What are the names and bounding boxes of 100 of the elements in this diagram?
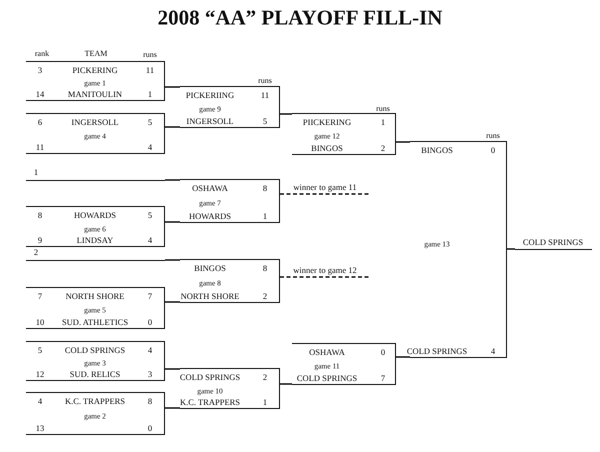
rank-number: 2 (34, 248, 38, 256)
title: 2008 “AA” PLAYOFF FILL-IN (158, 8, 442, 28)
team-name: OSHAWA (192, 184, 228, 192)
dashed-line (280, 276, 370, 278)
team-name: MANITOULIN (68, 90, 122, 98)
game-bracket (26, 206, 165, 247)
game-bracket (180, 368, 280, 409)
score: 7 (380, 374, 386, 382)
column-header: runs (143, 51, 157, 59)
rank-number: 12 (36, 370, 44, 378)
score: 2 (262, 372, 268, 382)
team-name: SUD. RELICS (70, 370, 120, 378)
score: 1 (262, 212, 268, 220)
game-bracket (292, 343, 396, 385)
column-header: TEAM (84, 50, 108, 58)
rank-number: 7 (38, 292, 42, 300)
rank-number: 9 (38, 236, 42, 244)
team-name: NORTH SHORE (66, 292, 124, 300)
column-header: runs (258, 77, 272, 85)
score: 5 (148, 210, 152, 220)
team-name: COLD SPRINGS (64, 346, 126, 354)
team-name: BINGOS (311, 144, 343, 152)
score: 5 (262, 116, 268, 126)
dashed-line (280, 193, 370, 195)
game-bracket (26, 61, 165, 101)
game-bracket (26, 392, 165, 435)
score: 8 (262, 184, 268, 192)
score: 11 (260, 90, 270, 100)
rank-number: 13 (36, 424, 44, 432)
score: 4 (148, 142, 152, 152)
score: 1 (380, 118, 386, 126)
connector-line (165, 221, 180, 223)
bracket-line (26, 246, 165, 261)
score: 5 (148, 118, 152, 126)
game-bracket (26, 113, 165, 154)
connector-line (280, 113, 292, 115)
connector-line (165, 179, 180, 181)
score: 0 (490, 146, 496, 154)
connector-line (280, 383, 292, 385)
team-name: PICKERING (72, 66, 118, 74)
game-bracket (26, 287, 165, 329)
column-header: runs (486, 132, 500, 140)
connector-line (165, 368, 180, 370)
team-name: PICKERIING (186, 90, 234, 100)
team-name: OSHAWA (309, 348, 345, 356)
team-name: COLD SPRINGS (296, 374, 358, 382)
game-bracket (180, 259, 280, 303)
rank-number: 11 (36, 142, 44, 152)
game-bracket (180, 86, 280, 128)
score: 4 (490, 346, 496, 356)
rank-number: 5 (38, 346, 42, 354)
team-name: LINDSAY (76, 236, 114, 244)
rank-number: 10 (36, 318, 44, 326)
score: 7 (148, 292, 152, 300)
team-name: BINGOS (194, 264, 226, 272)
score: 4 (148, 236, 152, 244)
team-name: COLD SPRINGS (522, 238, 584, 246)
team-name: HOWARDS (74, 210, 116, 220)
score: 8 (262, 264, 268, 272)
team-name: COLD SPRINGS (180, 372, 240, 382)
rank-number: 14 (36, 90, 44, 98)
score: 1 (262, 398, 268, 406)
rank-number: 4 (38, 396, 42, 406)
connector-line (165, 407, 180, 409)
connector-line (165, 259, 180, 261)
team-name: NORTH SHORE (180, 292, 240, 300)
team-name: K.C. TRAPPERS (180, 398, 240, 406)
rank-number: 6 (38, 118, 42, 126)
team-name: BINGOS (421, 146, 453, 154)
connector-line (396, 356, 410, 358)
score: 3 (148, 370, 152, 378)
score: 4 (148, 346, 152, 354)
team-name: HOWARDS (188, 212, 232, 220)
game-bracket (292, 113, 396, 155)
score: 2 (380, 144, 386, 152)
connector-line (165, 301, 180, 303)
team-name: COLD SPRINGS (406, 346, 468, 356)
score: 0 (148, 424, 152, 432)
score: 2 (262, 292, 268, 300)
team-name: INGERSOLL (186, 116, 234, 126)
score: 1 (148, 90, 152, 98)
connector-line (165, 86, 180, 88)
score: 8 (148, 396, 152, 406)
rank-number: 8 (38, 210, 42, 220)
column-header: rank (34, 50, 50, 58)
game-bracket (26, 341, 165, 381)
team-name: K.C. TRAPPERS (64, 396, 126, 406)
game-bracket (180, 179, 280, 223)
team-name: PIICKERING (302, 118, 352, 126)
team-name: SUD. ATHLETICS (62, 318, 128, 326)
team-name: INGERSOLL (71, 118, 119, 126)
connector-line (507, 248, 515, 250)
connector-line (396, 141, 410, 143)
score: 11 (146, 66, 154, 74)
column-header: runs (376, 105, 390, 113)
connector-line (165, 126, 180, 128)
edge-label: winner to game 11 (291, 182, 359, 192)
score: 0 (380, 348, 386, 356)
edge-label: winner to game 12 (291, 266, 359, 274)
bracket-line (26, 166, 165, 181)
